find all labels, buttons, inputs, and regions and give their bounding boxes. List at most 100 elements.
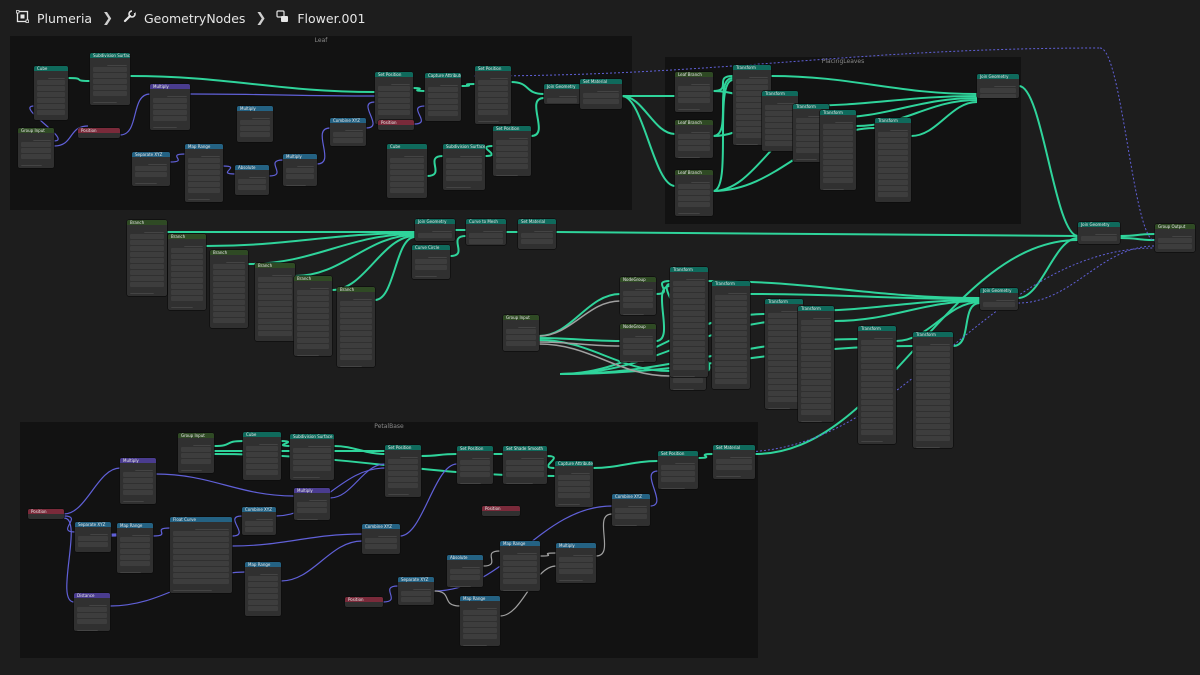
node-socket-row[interactable] <box>768 385 800 390</box>
node-socket-row[interactable] <box>506 341 536 346</box>
node-set-position[interactable]: Set Position <box>658 451 698 489</box>
node-transform[interactable]: Transform <box>712 281 750 389</box>
node-socket-row[interactable] <box>93 91 127 96</box>
node-socket-row[interactable] <box>135 172 167 177</box>
node-socket-row[interactable] <box>678 92 710 97</box>
node-separate-xyz[interactable]: Separate XYZ <box>398 577 434 605</box>
node-map-range[interactable]: Map Range <box>117 523 153 573</box>
node-socket-row[interactable] <box>861 436 884 442</box>
node-socket-row[interactable] <box>390 79 410 85</box>
node-socket-row[interactable] <box>715 349 747 354</box>
node-socket-row[interactable] <box>861 346 893 351</box>
node-leaf-branch[interactable]: Leaf Branch <box>675 120 713 158</box>
node-multiply[interactable]: Multiply <box>150 84 190 130</box>
node-socket-row[interactable] <box>478 98 508 103</box>
node-socket-row[interactable] <box>130 276 164 281</box>
node-socket-row[interactable] <box>171 296 203 301</box>
node-transform[interactable]: Transform <box>670 267 708 377</box>
node-socket-row[interactable] <box>258 325 292 330</box>
node-socket-row[interactable] <box>1095 229 1117 235</box>
node-socket-row[interactable] <box>460 478 481 484</box>
node-socket-row[interactable] <box>801 374 831 379</box>
node-socket-row[interactable] <box>415 265 447 270</box>
node-socket-row[interactable] <box>428 99 458 104</box>
node-socket-row[interactable] <box>685 274 705 280</box>
node-socket-row[interactable] <box>506 335 536 340</box>
node-socket-row[interactable] <box>246 476 268 480</box>
node-socket-row[interactable] <box>390 170 424 175</box>
node-socket-row[interactable] <box>678 152 701 158</box>
node-socket-row[interactable] <box>286 174 314 179</box>
node-socket-row[interactable] <box>823 184 844 190</box>
node-socket-row[interactable] <box>297 326 329 331</box>
node-socket-row[interactable] <box>780 306 800 312</box>
node-socket-row[interactable] <box>627 501 647 507</box>
node-join-geometry[interactable]: Join Geometry <box>977 74 1019 98</box>
node-socket-row[interactable] <box>130 270 164 275</box>
node-transform[interactable]: Transform <box>765 299 803 409</box>
node-socket-row[interactable] <box>361 604 380 607</box>
node-socket-row[interactable] <box>482 226 503 232</box>
node-socket-row[interactable] <box>153 116 187 121</box>
node-socket-row[interactable] <box>623 356 644 362</box>
node-socket-row[interactable] <box>77 613 107 618</box>
node-socket-row[interactable] <box>983 302 1015 307</box>
node-socket-row[interactable] <box>736 133 768 138</box>
node-branch[interactable]: Branch <box>210 250 248 328</box>
node-socket-row[interactable] <box>503 573 537 578</box>
node-socket-row[interactable] <box>123 496 144 502</box>
node-socket-row[interactable] <box>173 543 229 548</box>
node-socket-row[interactable] <box>258 301 292 306</box>
node-socket-row[interactable] <box>496 146 528 151</box>
node-socket-row[interactable] <box>260 569 278 575</box>
node-socket-row[interactable] <box>43 516 61 519</box>
node-socket-row[interactable] <box>378 104 410 109</box>
node-socket-row[interactable] <box>765 135 795 140</box>
node-socket-row[interactable] <box>181 459 211 464</box>
node-socket-row[interactable] <box>1171 231 1192 237</box>
node-position[interactable]: Position <box>378 120 414 130</box>
node-socket-row[interactable] <box>808 111 826 117</box>
node-socket-row[interactable] <box>393 127 411 130</box>
node-socket-row[interactable] <box>388 459 418 464</box>
node-socket-row[interactable] <box>135 178 158 184</box>
node-socket-row[interactable] <box>173 573 229 578</box>
node-socket-row[interactable] <box>173 549 229 554</box>
node-socket-row[interactable] <box>674 458 695 464</box>
node-socket-row[interactable] <box>249 172 266 178</box>
node-cube[interactable]: Cube <box>387 144 427 198</box>
node-socket-row[interactable] <box>768 331 800 336</box>
node-socket-row[interactable] <box>213 282 245 287</box>
node-socket-row[interactable] <box>496 164 528 169</box>
node-socket-row[interactable] <box>547 98 577 103</box>
node-branch[interactable]: Branch <box>127 220 167 296</box>
node-socket-row[interactable] <box>503 555 537 560</box>
node-socket-row[interactable] <box>768 397 800 402</box>
node-socket-row[interactable] <box>503 585 527 591</box>
node-socket-row[interactable] <box>93 85 127 90</box>
node-socket-row[interactable] <box>188 170 220 175</box>
node-socket-row[interactable] <box>478 116 499 122</box>
node-socket-row[interactable] <box>623 297 653 302</box>
node-socket-row[interactable] <box>498 513 517 516</box>
node-socket-row[interactable] <box>861 364 893 369</box>
node-socket-row[interactable] <box>340 343 372 348</box>
node-socket-row[interactable] <box>130 240 164 245</box>
node-socket-row[interactable] <box>37 104 65 109</box>
node-socket-row[interactable] <box>715 361 747 366</box>
node-distance[interactable]: Distance <box>74 593 110 631</box>
node-socket-row[interactable] <box>171 248 203 253</box>
node-socket-row[interactable] <box>213 312 245 317</box>
node-socket-row[interactable] <box>506 472 544 477</box>
node-socket-row[interactable] <box>460 151 482 157</box>
node-socket-row[interactable] <box>213 270 245 275</box>
node-socket-row[interactable] <box>623 309 644 315</box>
node-socket-row[interactable] <box>673 317 705 322</box>
node-socket-row[interactable] <box>890 125 908 131</box>
node-socket-row[interactable] <box>446 164 482 169</box>
node-socket-row[interactable] <box>559 557 593 562</box>
node-socket-row[interactable] <box>143 227 164 233</box>
node-float-curve[interactable]: Float Curve <box>170 517 232 593</box>
node-socket-row[interactable] <box>446 158 482 163</box>
node-socket-row[interactable] <box>861 370 893 375</box>
